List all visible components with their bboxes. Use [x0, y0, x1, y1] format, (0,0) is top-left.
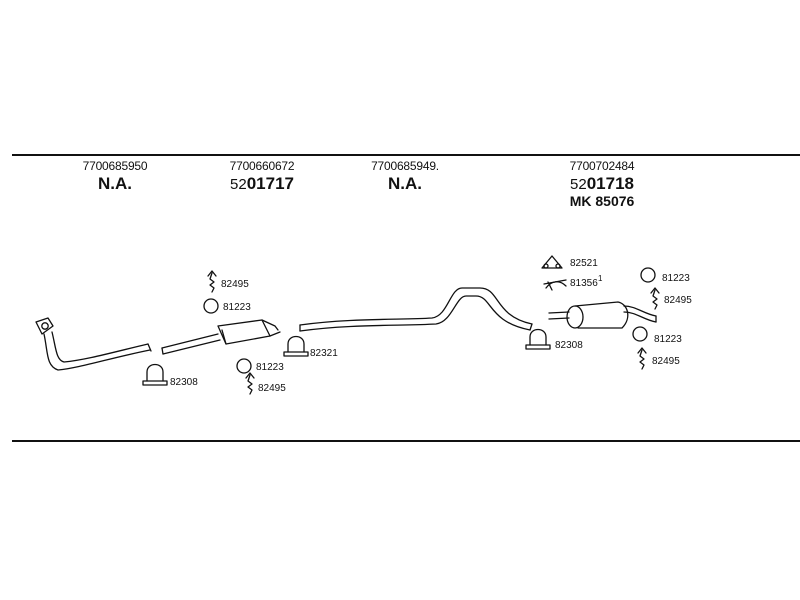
spring-front-icon	[207, 270, 217, 293]
part-number: N.A.	[388, 173, 422, 193]
rear-muffler	[548, 301, 657, 329]
spring-rear-bottom-icon	[637, 347, 647, 370]
label-clamp-mid: 82321	[310, 348, 338, 359]
ring-front-top-icon	[203, 298, 219, 314]
top-divider	[12, 154, 800, 156]
label-hanger-rear: 82521	[570, 258, 598, 269]
label-ring-rear-top: 81223	[662, 273, 690, 284]
oe-number: 7700702484	[569, 159, 635, 173]
ring-front-bottom-icon	[236, 358, 252, 374]
clamp-front-icon	[142, 363, 168, 386]
label-spring-rear-bottom: 82495	[652, 356, 680, 367]
part-prefix: 52	[570, 175, 587, 193]
section-rear-muffler: 7700702484 5201718 MK 85076	[552, 159, 652, 210]
part-number: N.A.	[98, 173, 132, 193]
label-kit-rear-sup: 1	[598, 274, 603, 283]
section-front-pipe: 7700685950 N.A.	[70, 159, 160, 193]
section-front-muffler: 7700660672 5201717	[212, 159, 312, 194]
clamp-rear-icon	[525, 328, 551, 350]
label-ring-front-top: 81223	[223, 302, 251, 313]
part-prefix: 52	[230, 175, 247, 193]
label-clamp-rear: 82308	[555, 340, 583, 351]
mounting-kit-number: MK 85076	[569, 193, 635, 210]
part-number: 5201718	[552, 174, 652, 194]
ring-rear-bottom-icon	[632, 326, 648, 342]
front-muffler	[161, 319, 281, 355]
section-middle-pipe: 7700685949. N.A.	[355, 159, 455, 193]
label-ring-rear-bottom: 81223	[654, 334, 682, 345]
label-kit-rear: 81356	[570, 278, 598, 289]
mounting-kit-icon	[543, 279, 567, 291]
front-pipe	[35, 317, 152, 371]
ring-rear-top-icon	[640, 267, 656, 283]
label-clamp-front: 82308	[170, 377, 198, 388]
oe-number: 7700685950	[82, 159, 148, 173]
label-spring-rear-top: 82495	[664, 295, 692, 306]
spring-front-bottom-icon	[245, 372, 255, 395]
label-ring-front-bottom: 81223	[256, 362, 284, 373]
clamp-mid-icon	[283, 335, 309, 357]
middle-pipe	[299, 287, 533, 332]
label-spring-front: 82495	[221, 279, 249, 290]
part-number: 5201717	[212, 174, 312, 194]
label-spring-front-bottom: 82495	[258, 383, 286, 394]
spring-rear-top-icon	[650, 287, 660, 310]
bottom-divider	[12, 440, 800, 442]
oe-number: 7700660672	[229, 159, 295, 173]
hanger-rear-icon	[541, 255, 563, 269]
part-suffix: 01718	[586, 173, 634, 193]
oe-number: 7700685949.	[371, 159, 439, 173]
part-suffix: 01717	[246, 173, 294, 193]
